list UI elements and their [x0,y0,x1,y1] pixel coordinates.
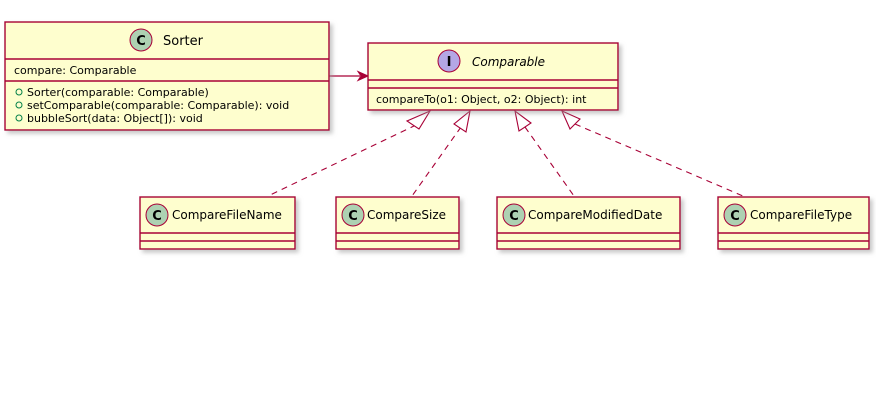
class-comparemodifieddate[interactable]: C CompareModifiedDate [496,196,681,250]
class-badge-icon [341,203,365,227]
class-name: CompareSize [367,208,446,222]
class-sorter[interactable]: C Sorter compare: Comparable Sorter(comp… [4,21,330,131]
hollow-triangle-icon [405,109,432,130]
method: bubbleSort(data: Object[]): void [27,112,203,125]
class-badge-letter: C [509,209,519,224]
class-badge-letter: C [136,34,146,49]
class-badge-letter: C [348,209,358,224]
class-name: CompareModifiedDate [528,208,662,222]
public-method-circle-icon [15,88,23,96]
class-comparefilename[interactable]: C CompareFileName [139,196,296,250]
class-name: CompareFileType [750,208,852,222]
realization-line-comparemodifieddate [524,126,575,197]
method: setComparable(comparable: Comparable): v… [27,99,289,112]
class-badge-letter: C [152,209,162,224]
realization-line-comparefiletype [574,123,744,197]
method: compareTo(o1: Object, o2: Object): int [376,93,587,106]
hollow-triangle-icon [453,109,471,133]
public-method-circle-icon [15,101,23,109]
class-name: CompareFileName [172,208,282,222]
class-name: Sorter [163,34,204,49]
hollow-triangle-icon [560,109,581,130]
interface-name: Comparable [472,55,545,69]
class-badge-icon [723,203,747,227]
interface-badge-letter: I [447,55,452,70]
hollow-triangle-icon [514,109,532,132]
class-badge-letter: C [730,209,740,224]
interface-box [367,42,619,111]
class-badge-icon [129,28,153,52]
class-comparefiletype[interactable]: C CompareFileType [717,196,870,250]
association-arrow-icon [356,70,370,82]
relationships [267,70,744,197]
class-badge-icon [145,203,169,227]
class-box [4,21,330,131]
realization-line-comparesize [411,126,462,197]
interface-badge-icon [437,49,461,73]
field: compare: Comparable [14,64,137,77]
realization-line-comparefilename [267,124,417,197]
class-comparesize[interactable]: C CompareSize [335,196,460,250]
interface-comparable[interactable]: I Comparable compareTo(o1: Object, o2: O… [367,42,619,111]
public-method-circle-icon [15,114,23,122]
class-badge-icon [502,203,526,227]
method: Sorter(comparable: Comparable) [27,86,209,99]
